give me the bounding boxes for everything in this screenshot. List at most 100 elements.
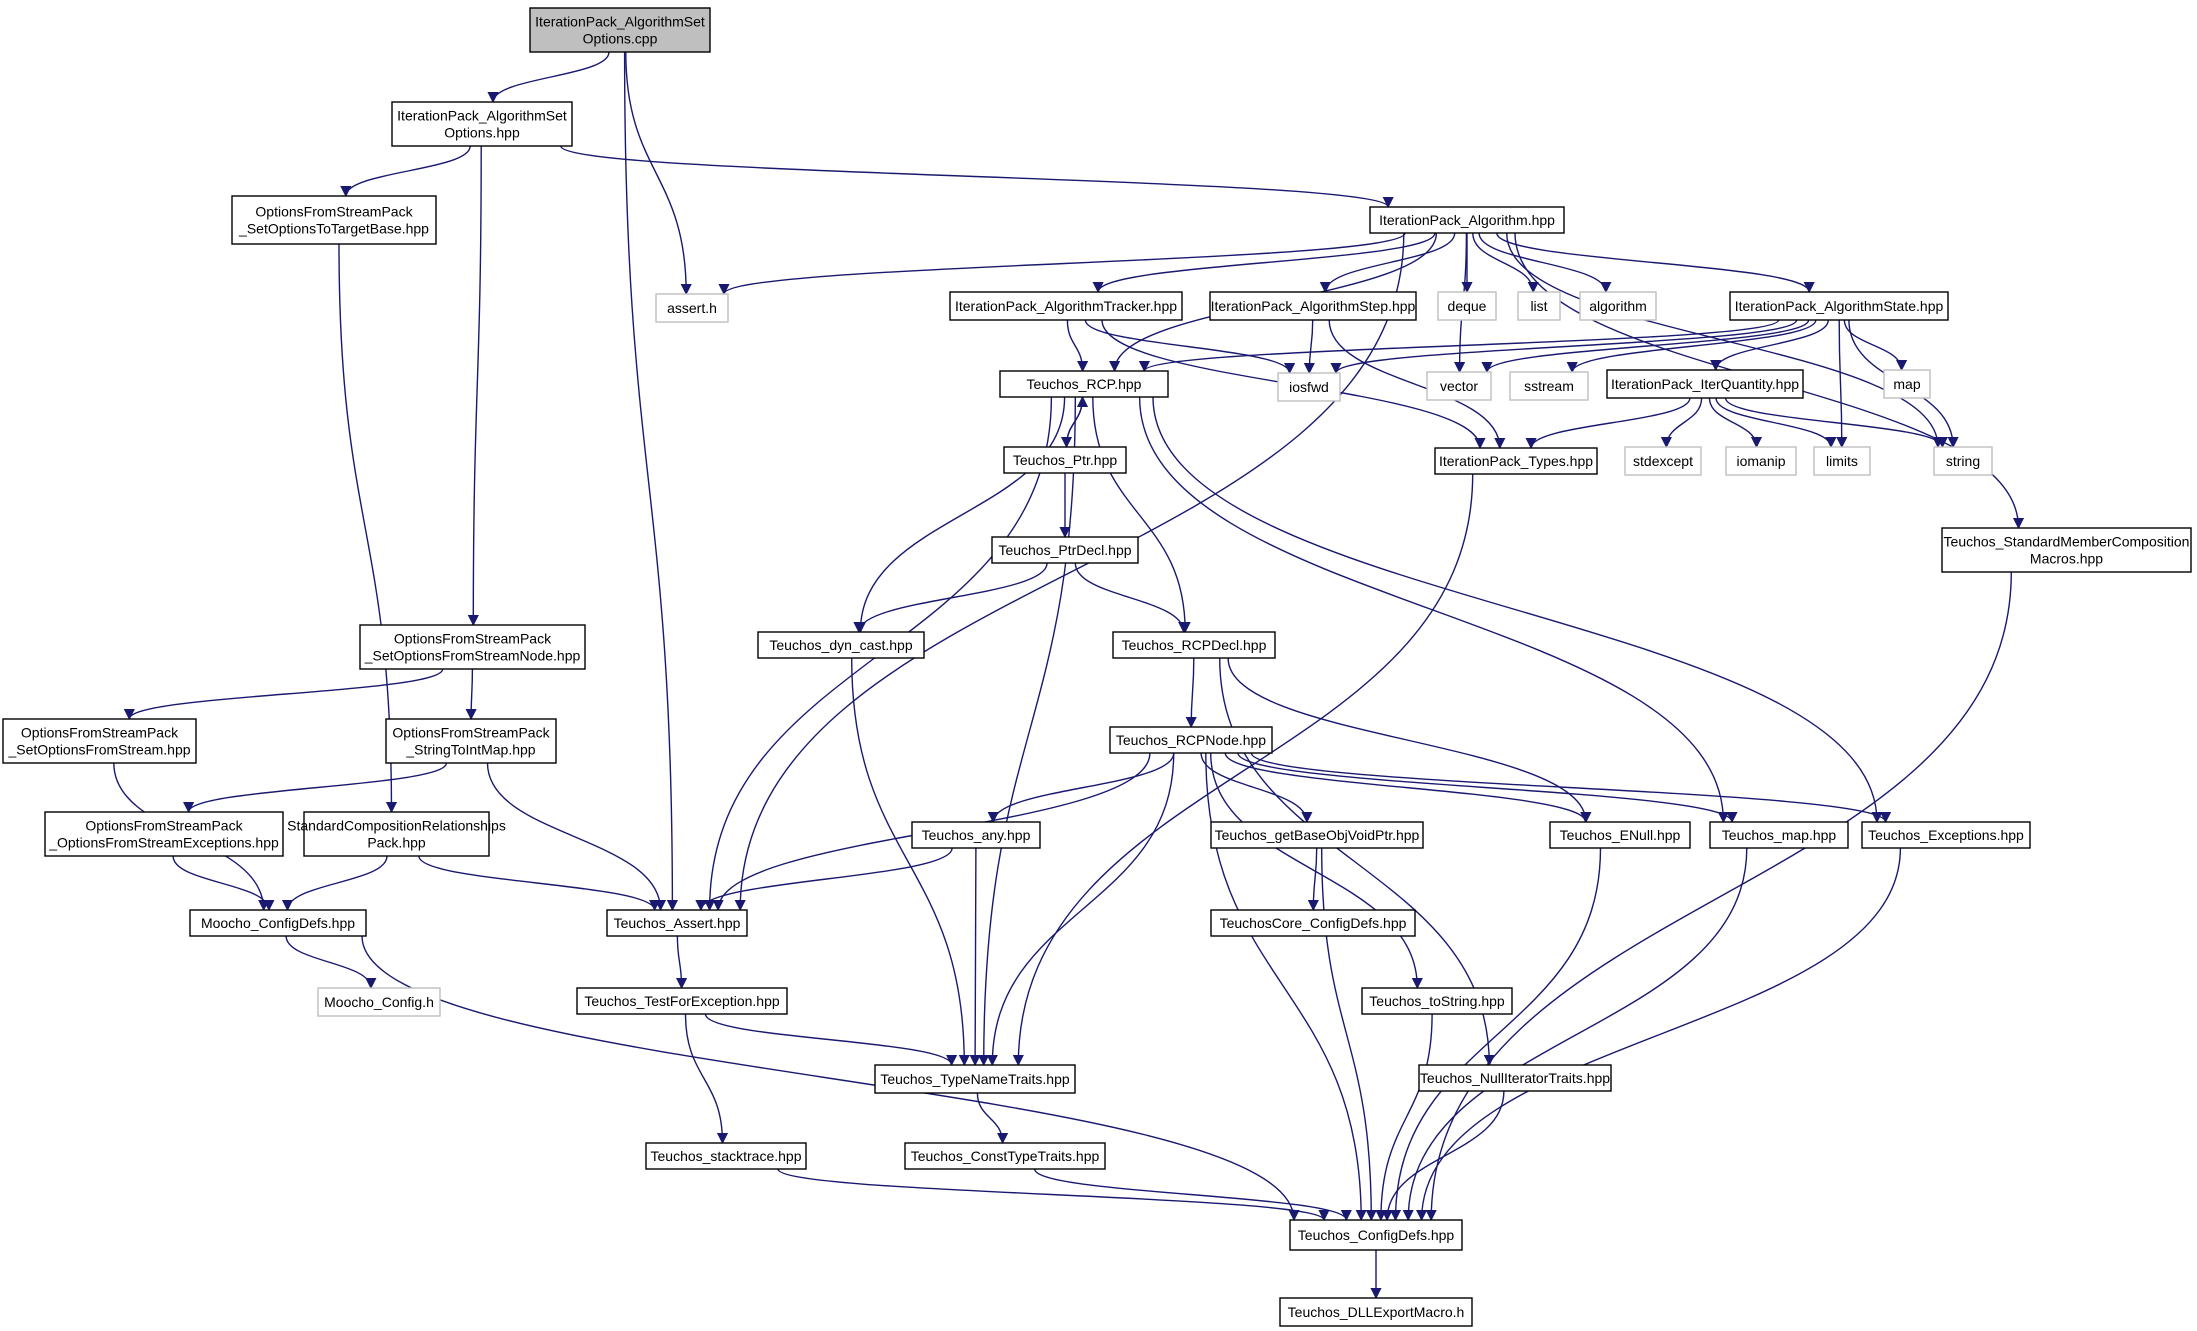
node-iterquantity[interactable]: IterationPack_IterQuantity.hpp [1606,369,1804,399]
node-label: Moocho_Config.h [324,994,434,1010]
node-tostring[interactable]: Teuchos_toString.hpp [1361,987,1513,1015]
edge-rcpnode-to-enull [1224,752,1592,824]
node-label: Teuchos_RCPNode.hpp [1116,732,1266,748]
node-label: TeuchosCore_ConfigDefs.hpp [1220,915,1407,931]
edge-typename-to-consttype [976,1092,1009,1145]
node-label: Teuchos_Assert.hpp [614,915,741,931]
node-typename[interactable]: Teuchos_TypeNameTraits.hpp [874,1064,1076,1094]
node-rcpnode[interactable]: Teuchos_RCPNode.hpp [1109,726,1273,754]
node-label: Teuchos_TestForException.hpp [584,993,780,1009]
node-dllexport[interactable]: Teuchos_DLLExportMacro.h [1279,1297,1473,1327]
edge-stdcomp-to-tassert [418,855,661,912]
node-ofs_exc[interactable]: OptionsFromStreamPack_OptionsFromStreamE… [44,811,284,857]
node-moocho_config_h: Moocho_Config.h [317,987,441,1017]
node-box [1112,631,1276,659]
node-ofs_node[interactable]: OptionsFromStreamPack_SetOptionsFromStre… [359,624,586,670]
edge-ofs_set_target-to-stdcomp [338,243,398,814]
edge-ptr-to-rcp [1065,395,1089,448]
node-label: iosfwd [1289,379,1329,395]
node-tmap[interactable]: Teuchos_map.hpp [1709,821,1849,849]
node-label: _SetOptionsFromStreamNode.hpp [364,648,581,664]
node-box [1289,1219,1463,1251]
node-tassert[interactable]: Teuchos_Assert.hpp [606,909,748,937]
node-corecfg[interactable]: TeuchosCore_ConfigDefs.hpp [1210,909,1416,937]
edge-root-to-tassert [623,51,678,912]
node-label: string [1946,453,1980,469]
node-exceptions[interactable]: Teuchos_Exceptions.hpp [1861,821,2031,849]
node-box [1003,446,1127,474]
node-moocho_cfg[interactable]: Moocho_ConfigDefs.hpp [189,909,367,937]
node-string: string [1933,446,1993,476]
node-box [317,987,441,1017]
node-label: Options.hpp [444,125,520,141]
edge-tassert-to-testforexc [675,935,688,990]
node-ofs_strtoint[interactable]: OptionsFromStreamPack_StringToIntMap.hpp [385,718,557,764]
edge-getbase-to-corecfg [1307,847,1319,912]
edge-rcpnode-to-typename [986,752,1175,1067]
node-label: Teuchos_any.hpp [922,827,1031,843]
node-step[interactable]: IterationPack_AlgorithmStep.hpp [1209,291,1417,321]
node-label: deque [1448,298,1487,314]
node-rcpdecl[interactable]: Teuchos_RCPDecl.hpp [1112,631,1276,659]
node-smcm[interactable]: Teuchos_StandardMemberCompositionMacros.… [1941,527,2192,573]
node-box [1210,909,1416,937]
node-label: Pack.hpp [367,835,426,851]
node-label: assert.h [667,300,717,316]
node-label: IterationPack_AlgorithmState.hpp [1735,298,1944,314]
edge-exceptions-to-configdefs [1416,847,1902,1222]
node-ptr[interactable]: Teuchos_Ptr.hpp [1003,446,1127,474]
node-label: Teuchos_RCP.hpp [1027,376,1142,392]
node-getbase[interactable]: Teuchos_getBaseObjVoidPtr.hpp [1210,821,1424,849]
node-types[interactable]: IterationPack_Types.hpp [1434,447,1598,475]
node-box [1418,1064,1612,1092]
edge-ofs_node-to-ofs_setfrom [123,668,444,721]
edge-moocho_cfg-to-moocho_config_h [285,935,377,990]
node-box [874,1064,1076,1094]
node-label: IterationPack_AlgorithmStep.hpp [1211,298,1416,314]
node-box [991,536,1139,564]
node-ptrdecl[interactable]: Teuchos_PtrDecl.hpp [991,536,1139,564]
edge-any-to-tassert [695,847,953,912]
edge-algorithm_hpp-to-tassert [734,232,1405,912]
node-ofs_setfrom[interactable]: OptionsFromStreamPack_SetOptionsFromStre… [2,718,197,764]
node-tracker[interactable]: IterationPack_AlgorithmTracker.hpp [949,291,1183,321]
node-label: OptionsFromStreamPack [255,204,413,220]
node-rcp[interactable]: Teuchos_RCP.hpp [999,370,1169,398]
node-configdefs[interactable]: Teuchos_ConfigDefs.hpp [1289,1219,1463,1251]
node-box [189,909,367,937]
node-label: _SetOptionsFromStream.hpp [7,742,190,758]
node-box [999,370,1169,398]
edge-algsetopt_hpp-to-ofs_node [467,145,482,627]
node-ofs_set_target[interactable]: OptionsFromStreamPack_SetOptionsToTarget… [231,195,437,245]
node-label: Teuchos_TypeNameTraits.hpp [880,1071,1070,1087]
node-assert_h: assert.h [655,293,729,323]
node-box [1933,446,1993,476]
node-nulliter[interactable]: Teuchos_NullIteratorTraits.hpp [1418,1064,1612,1092]
node-box [1426,371,1492,401]
node-sstream: sstream [1509,371,1589,401]
node-dyncast[interactable]: Teuchos_dyn_cast.hpp [757,631,925,659]
node-label: Teuchos_map.hpp [1722,827,1837,843]
node-stacktrace[interactable]: Teuchos_stacktrace.hpp [645,1142,807,1170]
node-any[interactable]: Teuchos_any.hpp [911,821,1041,849]
node-state[interactable]: IterationPack_AlgorithmState.hpp [1729,291,1949,321]
node-enull[interactable]: Teuchos_ENull.hpp [1549,821,1691,849]
edge-nulliter-to-configdefs [1381,1090,1505,1222]
node-testforexc[interactable]: Teuchos_TestForException.hpp [576,987,788,1015]
node-label: IterationPack_IterQuantity.hpp [1611,376,1799,392]
node-label: Teuchos_ConstTypeTraits.hpp [911,1148,1100,1164]
edge-state-to-sstream [1566,319,1817,374]
node-algorithm_hpp[interactable]: IterationPack_Algorithm.hpp [1369,206,1565,234]
node-vector: vector [1426,371,1492,401]
node-box [1606,369,1804,399]
node-consttype[interactable]: Teuchos_ConstTypeTraits.hpp [904,1142,1106,1170]
node-label: Teuchos_StandardMemberComposition [1944,534,2190,550]
edge-tostring-to-configdefs [1375,1013,1433,1222]
edges-layer [113,51,2025,1300]
node-label: _SetOptionsToTargetBase.hpp [238,221,429,237]
node-label: Teuchos_getBaseObjVoidPtr.hpp [1215,827,1420,843]
